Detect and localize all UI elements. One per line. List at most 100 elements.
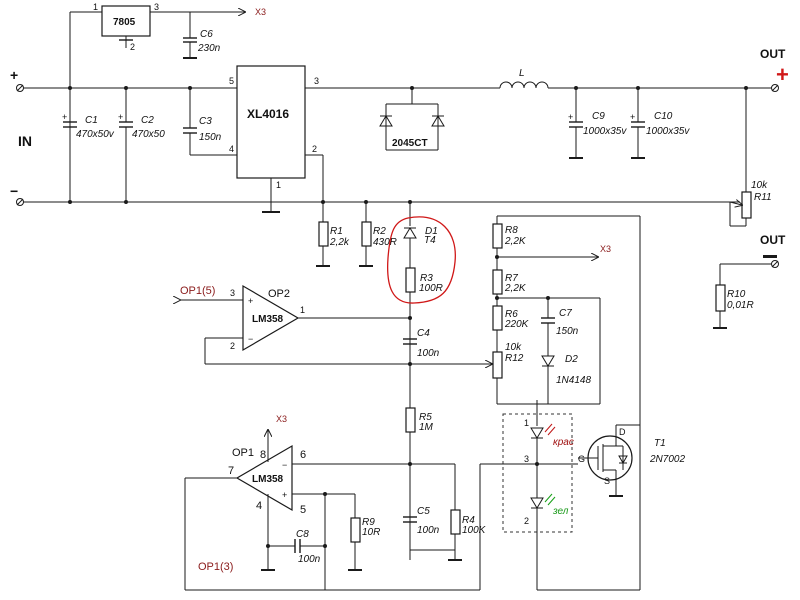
t1-ref: T1 — [654, 438, 666, 449]
r9-val: 10R — [362, 527, 380, 538]
inductor-l — [499, 81, 549, 89]
input-minus-sign: − — [10, 183, 18, 199]
xl-pin-1: 1 — [276, 180, 281, 190]
feedback-divider — [316, 200, 373, 267]
d2-ref: D2 — [565, 354, 578, 365]
reference-divider — [480, 215, 640, 405]
shunt-r10 — [713, 263, 772, 329]
net-op1-3: OP1(3) — [198, 561, 233, 573]
r3-ref: R3 — [420, 273, 433, 284]
r5-val: 1M — [419, 422, 434, 433]
svg-text:+: + — [62, 112, 67, 122]
svg-text:+: + — [248, 296, 253, 306]
svg-text:+: + — [282, 490, 287, 500]
resistor-r5 — [405, 407, 416, 433]
xl4016-label: XL4016 — [247, 107, 289, 121]
output-plus-sign: + — [776, 62, 789, 87]
d1-ref: D1 — [425, 226, 438, 237]
led-red-label: крас — [553, 437, 574, 448]
xl-pin-5: 5 — [229, 76, 234, 86]
net-x3-divider: X3 — [600, 244, 611, 254]
net-x3-op1: X3 — [276, 414, 287, 424]
r11-val: 10k — [751, 180, 768, 191]
capacitor-c4 — [403, 338, 417, 345]
output-plus-terminal — [771, 84, 779, 92]
r6-ref: R6 — [505, 309, 518, 320]
led-pin-3: 3 — [524, 454, 529, 464]
l-ref: L — [519, 68, 525, 79]
d1-val: T4 — [424, 235, 436, 246]
mosfet-t1 — [537, 424, 640, 497]
c7-val: 150n — [556, 326, 579, 337]
reg-pin-1: 1 — [93, 2, 98, 12]
r8-val: 2,2K — [504, 236, 527, 247]
c3-val: 150n — [199, 132, 222, 143]
led-green-label: зел — [552, 506, 569, 517]
r9-ref: R9 — [362, 517, 375, 528]
c7-ref: C7 — [559, 308, 572, 319]
led-pin-2: 2 — [524, 516, 529, 526]
c8-val: 100n — [298, 554, 321, 565]
op1-label: LM358 — [252, 474, 284, 485]
op1-pin-8: 8 — [260, 449, 266, 461]
input-capacitors: + + — [62, 86, 237, 204]
c6-val: 230n — [197, 43, 221, 54]
led-indicator-pair — [502, 413, 573, 590]
t1-val: 2N7002 — [649, 454, 685, 465]
r1-ref: R1 — [330, 226, 343, 237]
c10-ref: C10 — [654, 111, 673, 122]
r1-val: 2,2k — [329, 237, 350, 248]
c8-ref: C8 — [296, 529, 309, 540]
input-plus-terminal — [16, 84, 24, 92]
svg-text:−: − — [248, 334, 253, 344]
op1-pin-4: 4 — [256, 500, 262, 512]
output-label-bottom: OUT — [760, 233, 786, 247]
output-label-top: OUT — [760, 47, 786, 61]
r12-val: 10k — [505, 342, 522, 353]
c5-val: 100n — [417, 525, 440, 536]
output-minus-terminal — [771, 260, 779, 268]
fet-pin-g: G — [578, 454, 585, 464]
led-pin-1: 1 — [524, 418, 529, 428]
svg-text:+: + — [630, 112, 635, 122]
xl-pin-3: 3 — [314, 76, 319, 86]
xl-pin-4: 4 — [229, 144, 234, 154]
svg-text:+: + — [118, 112, 123, 122]
opamp-op2: + − — [180, 284, 497, 366]
potentiometer-r11 — [729, 86, 752, 227]
regulator-7805 — [69, 5, 245, 202]
r2-val: 430R — [373, 237, 397, 248]
op2-pin-1: 1 — [300, 305, 305, 315]
r8-ref: R8 — [505, 225, 518, 236]
c1-ref: C1 — [85, 115, 98, 126]
c5-ref: C5 — [417, 506, 430, 517]
op1-name: OP1 — [232, 447, 254, 459]
r7-ref: R7 — [505, 273, 518, 284]
schottky-2045ct — [379, 86, 445, 151]
fet-pin-s: S — [604, 476, 610, 486]
op1-pin-5: 5 — [300, 504, 306, 516]
output-minus-sign — [763, 255, 777, 258]
op2-label: LM358 — [252, 314, 284, 325]
c3-ref: C3 — [199, 116, 212, 127]
r7-val: 2,2K — [504, 283, 527, 294]
xl-pin-2: 2 — [312, 144, 317, 154]
power-rails — [20, 87, 775, 203]
reg-pin-3: 3 — [154, 2, 159, 12]
op1-pin-6: 6 — [300, 449, 306, 461]
buck-converter-xl4016 — [236, 65, 325, 213]
r2-ref: R2 — [373, 226, 386, 237]
op2-pin-2: 2 — [230, 341, 235, 351]
opamp-op1: − + — [184, 430, 537, 591]
c5-r4-network — [403, 463, 462, 561]
op2-pin-3: 3 — [230, 288, 235, 298]
r4-ref: R4 — [462, 515, 475, 526]
c6-ref: C6 — [200, 29, 213, 40]
r4-val: 100K — [462, 525, 487, 536]
op1-pin-7: 7 — [228, 465, 234, 477]
r11-ref: R11 — [754, 192, 772, 203]
r3-val: 100R — [419, 283, 443, 294]
input-minus-terminal — [16, 198, 24, 206]
input-plus-sign: + — [10, 67, 18, 83]
